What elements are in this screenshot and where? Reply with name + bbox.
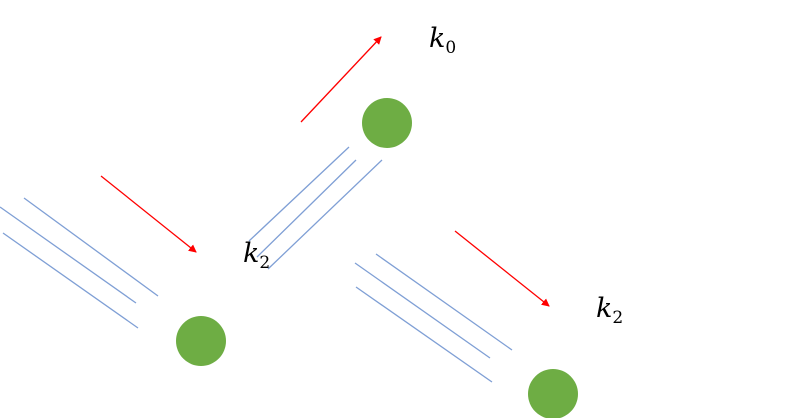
streak-line [23,197,159,297]
label-k2-left-subscript: 2 [259,253,270,273]
arrow-k0 [300,36,382,123]
streak-line [354,262,491,359]
label-k0-symbol: k [429,23,445,54]
label-k2-left-symbol: k [243,238,259,269]
streak-line [0,206,137,304]
label-k2-right-symbol: k [596,293,612,324]
arrow-k2-left [100,175,197,253]
label-k0-subscript: 0 [445,38,456,58]
label-k2-left: k2 [243,238,270,273]
streak-line [375,253,513,351]
streak-line [267,159,383,270]
streaks-left [0,197,159,329]
streaks-right [354,253,513,383]
label-k2-right-subscript: 2 [612,308,623,328]
label-k2-right: k2 [596,293,623,328]
particle-left [176,316,226,366]
streak-line [355,286,493,383]
streaks-middle [248,146,383,270]
particle-bottom-right [528,369,578,418]
particle-top [362,98,412,148]
arrows [100,36,550,307]
streak-line [256,159,357,258]
streak-line [2,232,139,329]
arrow-k2-right [454,230,550,307]
particles [176,98,578,418]
label-k0: k0 [429,23,456,58]
streak-line [248,146,350,242]
